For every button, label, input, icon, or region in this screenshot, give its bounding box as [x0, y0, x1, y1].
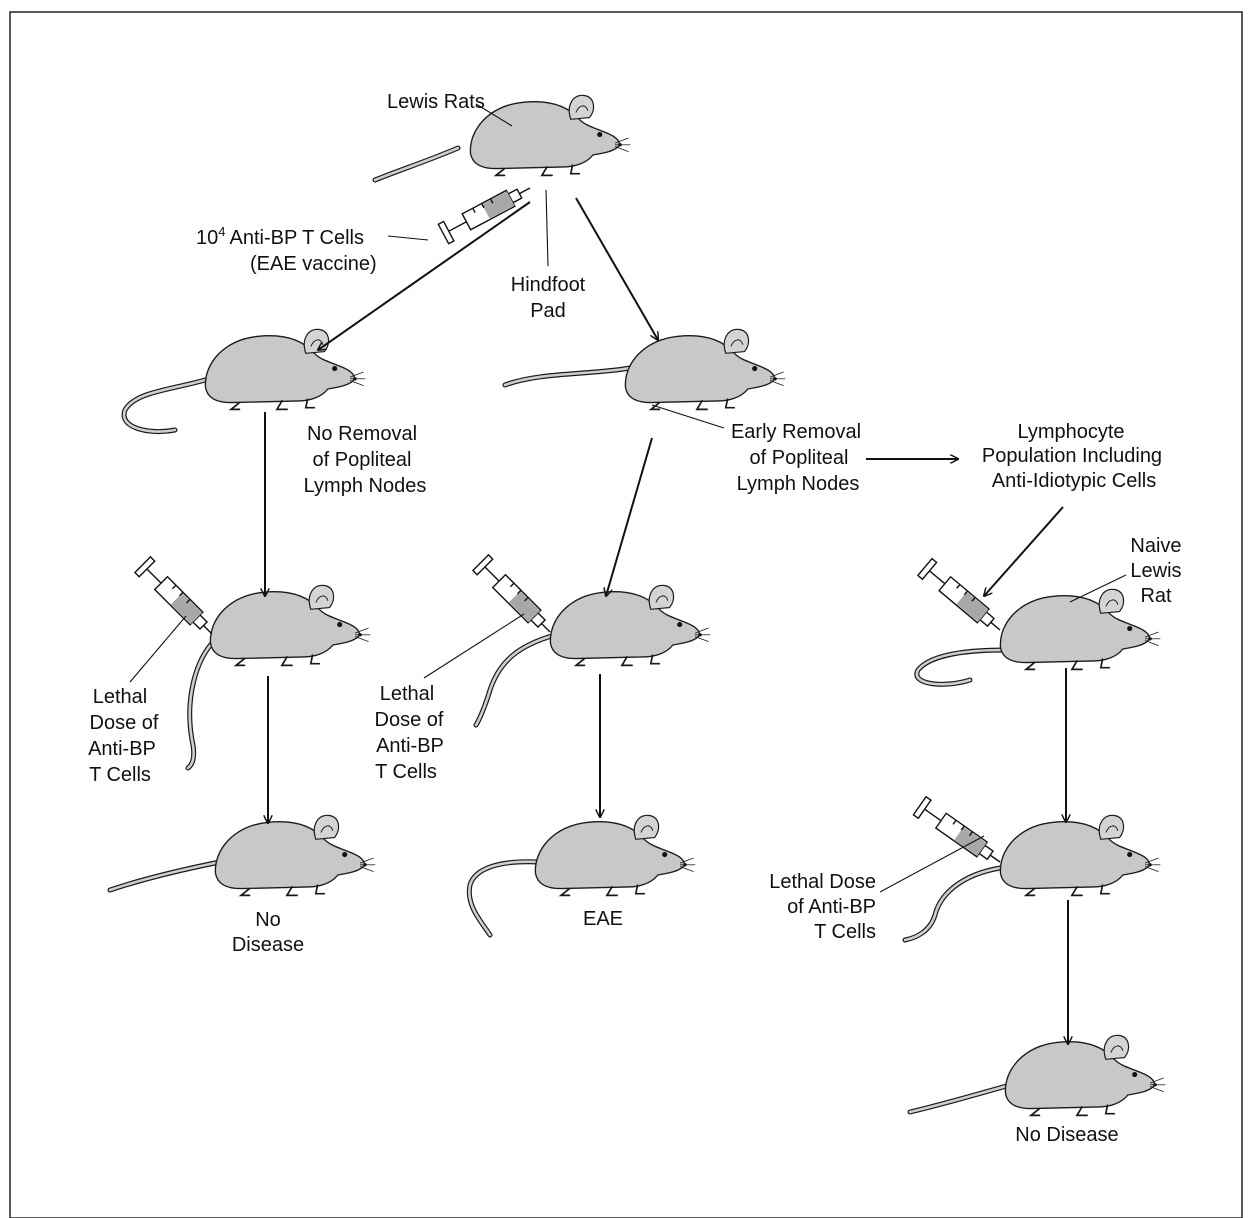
label-lethal-left-2: Dose of: [90, 712, 159, 734]
leader-lethal-middle: [424, 614, 524, 678]
label-early-removal-1: Early Removal: [731, 421, 861, 443]
leader-vaccine: [388, 236, 428, 240]
rat-right-3: [910, 1035, 1165, 1115]
label-lethal-right-1: Lethal Dose: [769, 871, 876, 893]
label-early-removal-3: Lymph Nodes: [737, 473, 860, 495]
rat-right-1: [917, 589, 1160, 684]
label-no-disease-left-2: Disease: [232, 934, 304, 956]
leader-early-removal: [652, 405, 724, 428]
label-lethal-mid-2: Dose of: [375, 709, 444, 731]
arrow-to-naive-rat: [984, 507, 1063, 596]
leader-lethal-left: [130, 616, 186, 682]
label-early-removal-2: of Popliteal: [750, 447, 849, 469]
rat-left-3: [110, 815, 375, 895]
label-lethal-mid-1: Lethal: [380, 683, 435, 705]
label-hindfoot-2: Pad: [530, 300, 566, 322]
label-lymphocyte-2: Population Including: [982, 445, 1162, 467]
label-no-removal-1: No Removal: [307, 423, 417, 445]
rat-left-1: [124, 329, 365, 431]
label-lymphocyte-3: Anti-Idiotypic Cells: [992, 470, 1157, 492]
rat-left-2: [188, 585, 370, 768]
label-no-removal-2: of Popliteal: [313, 449, 412, 471]
arrow-middle-down-1: [606, 438, 652, 596]
label-lethal-left-1: Lethal: [93, 686, 148, 708]
syringe-icon: [135, 557, 220, 642]
syringe-icon: [913, 797, 1006, 871]
label-naive-3: Rat: [1140, 585, 1172, 607]
leader-hindfoot: [546, 190, 548, 266]
label-hindfoot-1: Hindfoot: [511, 274, 586, 296]
label-lymphocyte-1: Lymphocyte: [1017, 421, 1124, 443]
label-eae: EAE: [583, 908, 623, 930]
label-lethal-right-2: of Anti-BP: [787, 896, 876, 918]
label-naive-2: Lewis: [1130, 560, 1181, 582]
syringe-icon: [473, 555, 558, 640]
label-naive-1: Naive: [1130, 535, 1181, 557]
arrow-to-middle-branch: [576, 198, 658, 340]
label-lethal-left-4: T Cells: [89, 764, 151, 786]
arrow-to-left-branch: [318, 202, 530, 350]
label-lethal-right-3: T Cells: [814, 921, 876, 943]
label-lethal-mid-3: Anti-BP: [376, 735, 444, 757]
label-no-disease-left-1: No: [255, 909, 281, 931]
syringe-icon: [918, 559, 1007, 639]
label-lethal-left-3: Anti-BP: [88, 738, 156, 760]
label-no-disease-right: No Disease: [1015, 1124, 1118, 1146]
label-lethal-mid-4: T Cells: [375, 761, 437, 783]
label-vaccine-line2: (EAE vaccine): [250, 253, 377, 275]
leader-lethal-right: [880, 836, 984, 892]
syringe-icon: [438, 178, 535, 243]
label-no-removal-3: Lymph Nodes: [304, 475, 427, 497]
label-lewis-rats: Lewis Rats: [387, 91, 485, 113]
rat-middle-1: [505, 329, 785, 409]
